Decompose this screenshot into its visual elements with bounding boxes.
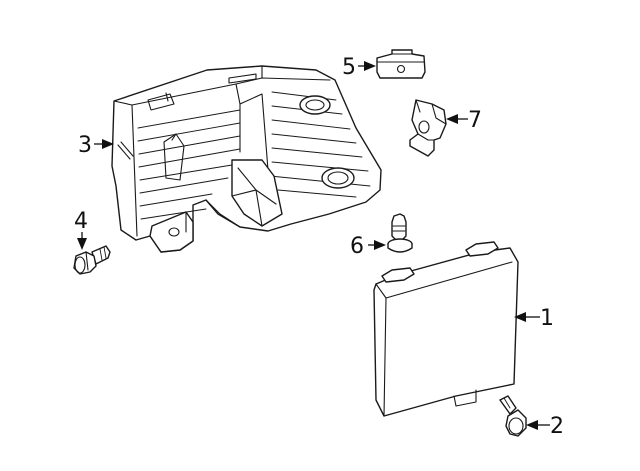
callout-7: 7	[446, 108, 482, 133]
callout-label-1: 1	[540, 306, 554, 331]
callout-label-6: 6	[350, 234, 364, 259]
callout-5: 5	[342, 55, 376, 80]
callout-4: 4	[74, 209, 88, 250]
callout-label-7: 7	[468, 108, 482, 133]
callout-label-4: 4	[74, 209, 88, 234]
part-7-bracket-clip	[409, 99, 447, 157]
part-3-bracket	[111, 65, 382, 253]
callout-label-2: 2	[550, 414, 564, 439]
callout-1: 1	[514, 306, 554, 331]
callout-6: 6	[350, 234, 386, 259]
part-5-clip	[376, 49, 426, 79]
callout-label-5: 5	[342, 55, 356, 80]
part-2-bolt	[499, 395, 527, 437]
callout-label-3: 3	[78, 133, 92, 158]
callout-3: 3	[78, 133, 114, 158]
callout-2: 2	[526, 414, 564, 439]
part-4-bolt	[73, 245, 111, 275]
part-6-push-pin	[387, 213, 413, 253]
part-1-cover	[373, 241, 519, 417]
